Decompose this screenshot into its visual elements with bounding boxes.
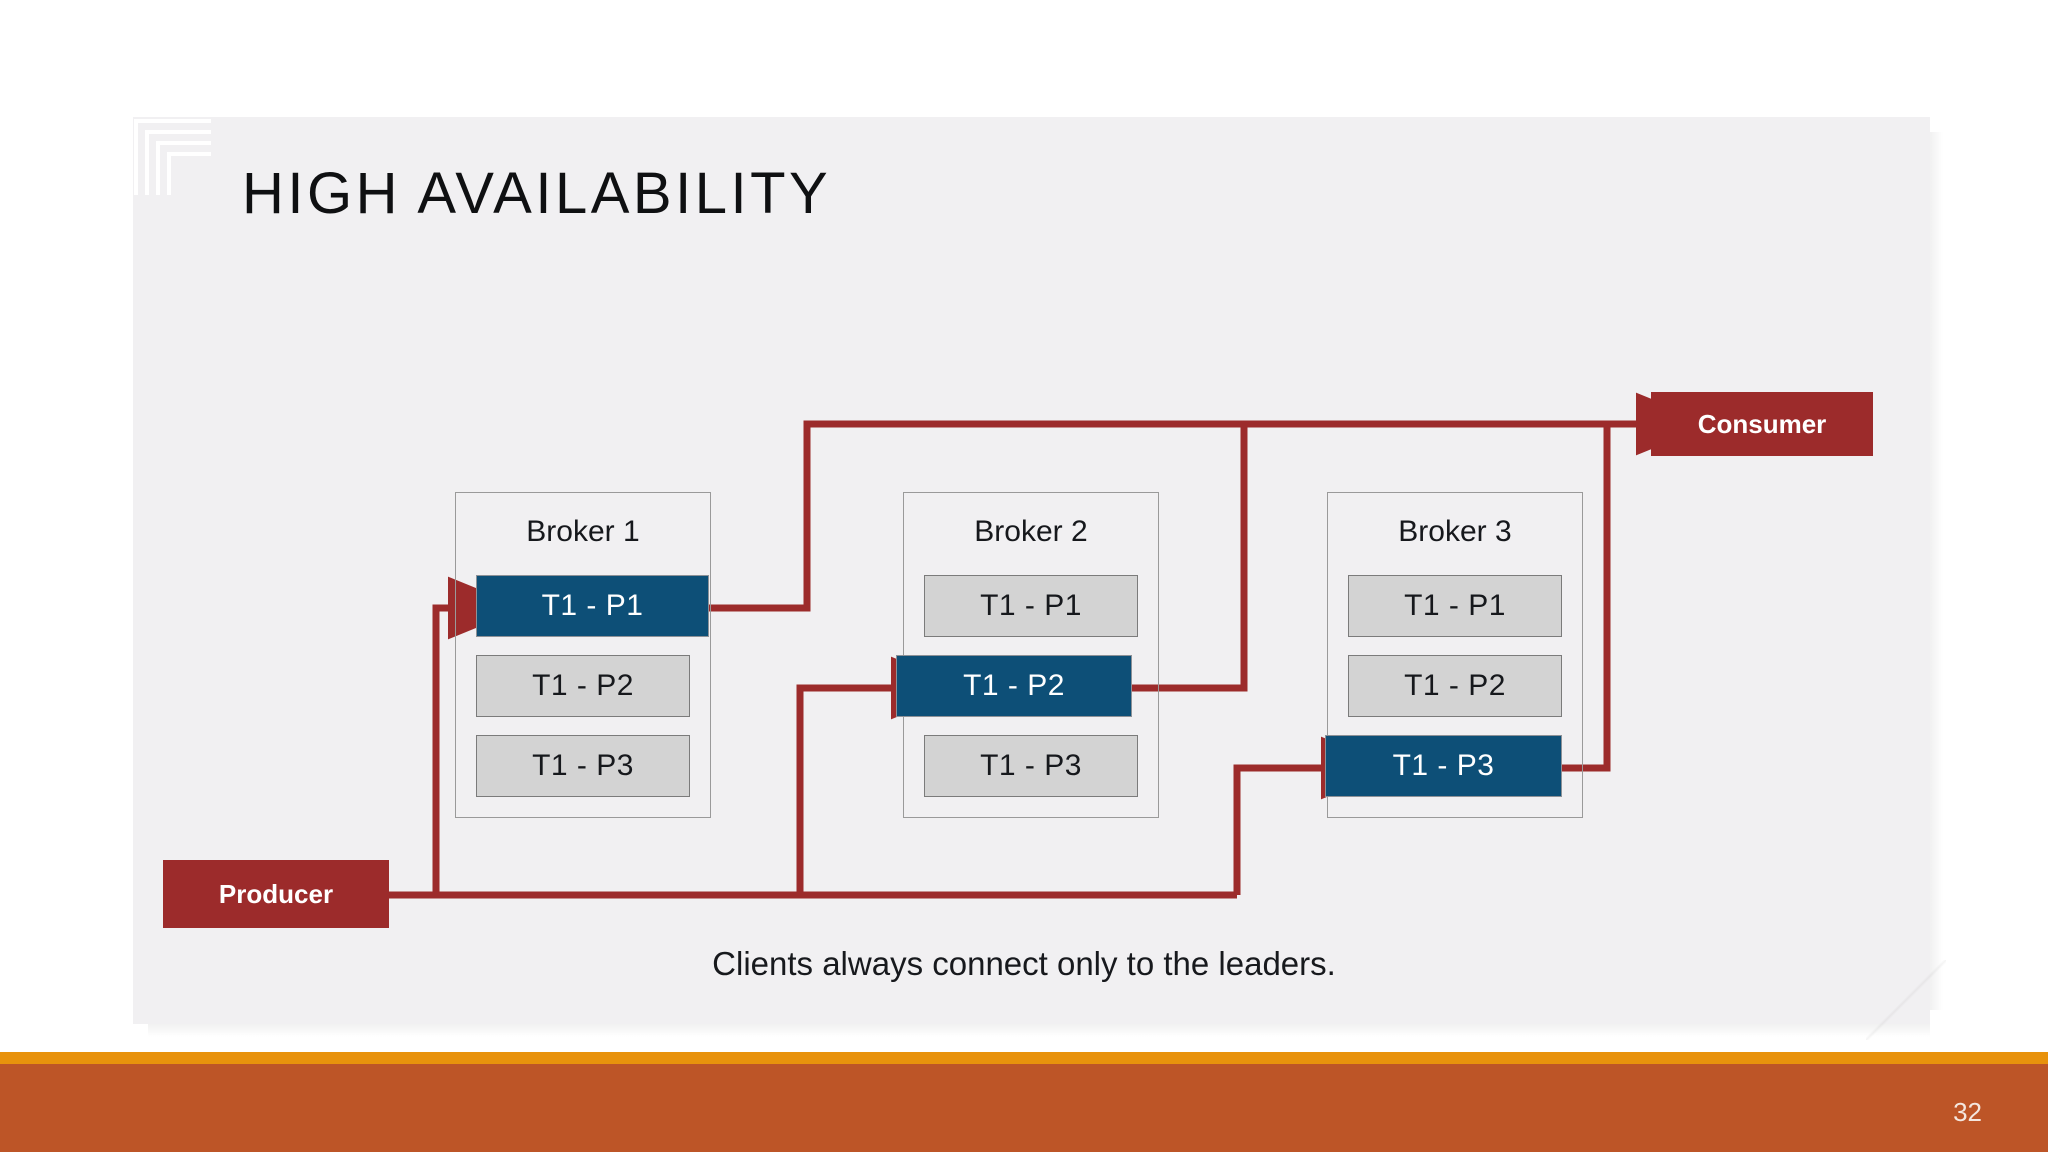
connector-producer-to-broker2-p2 [796, 656, 968, 895]
broker-3-partition-2[interactable]: T1 - P2 [1348, 655, 1562, 717]
consumer-box[interactable]: Consumer [1651, 392, 1873, 456]
diagram-caption: Clients always connect only to the leade… [712, 945, 1336, 982]
broker-title: Broker 3 [1398, 515, 1512, 548]
panel-corner-fold [1866, 960, 1946, 1040]
broker-1-partition-2[interactable]: T1 - P2 [476, 655, 690, 717]
connector-broker3-p3-to-consumer [1561, 424, 1611, 772]
footer-accent-stripe [0, 1052, 2048, 1064]
slide-number: 32 [1953, 1097, 1982, 1127]
producer-box[interactable]: Producer [163, 860, 389, 928]
broker-title: Broker 2 [974, 515, 1088, 548]
connector-broker2-p2-to-consumer [1131, 424, 1248, 692]
connector-broker1-p1-to-consumer [688, 420, 1635, 612]
broker-card-2[interactable]: Broker 2 T1 - P1 T1 - P2 T1 - P3 [896, 492, 1159, 818]
broker-3-partition-3[interactable]: T1 - P3 [1325, 735, 1562, 797]
panel-shadow-bottom [148, 1024, 1930, 1037]
nested-corner-decoration-icon [133, 117, 213, 197]
connector-producer-to-broker1-p1 [432, 576, 525, 895]
page-title: HIGH AVAILABILITY [242, 161, 832, 226]
connector-producer-to-broker3-p3 [1233, 736, 1398, 895]
broker-card-1[interactable]: Broker 1 T1 - P1 T1 - P2 T1 - P3 [455, 492, 711, 818]
broker-2-partition-3[interactable]: T1 - P3 [924, 735, 1138, 797]
broker-title: Broker 1 [526, 515, 640, 548]
broker-card-3[interactable]: Broker 3 T1 - P1 T1 - P2 T1 - P3 [1325, 492, 1583, 818]
broker-2-partition-2[interactable]: T1 - P2 [896, 655, 1132, 717]
footer-band [0, 1064, 2048, 1152]
broker-1-partition-1[interactable]: T1 - P1 [476, 575, 709, 637]
panel-shadow-right [1930, 132, 1943, 1010]
broker-2-partition-1[interactable]: T1 - P1 [924, 575, 1138, 637]
broker-3-partition-1[interactable]: T1 - P1 [1348, 575, 1562, 637]
broker-1-partition-3[interactable]: T1 - P3 [476, 735, 690, 797]
